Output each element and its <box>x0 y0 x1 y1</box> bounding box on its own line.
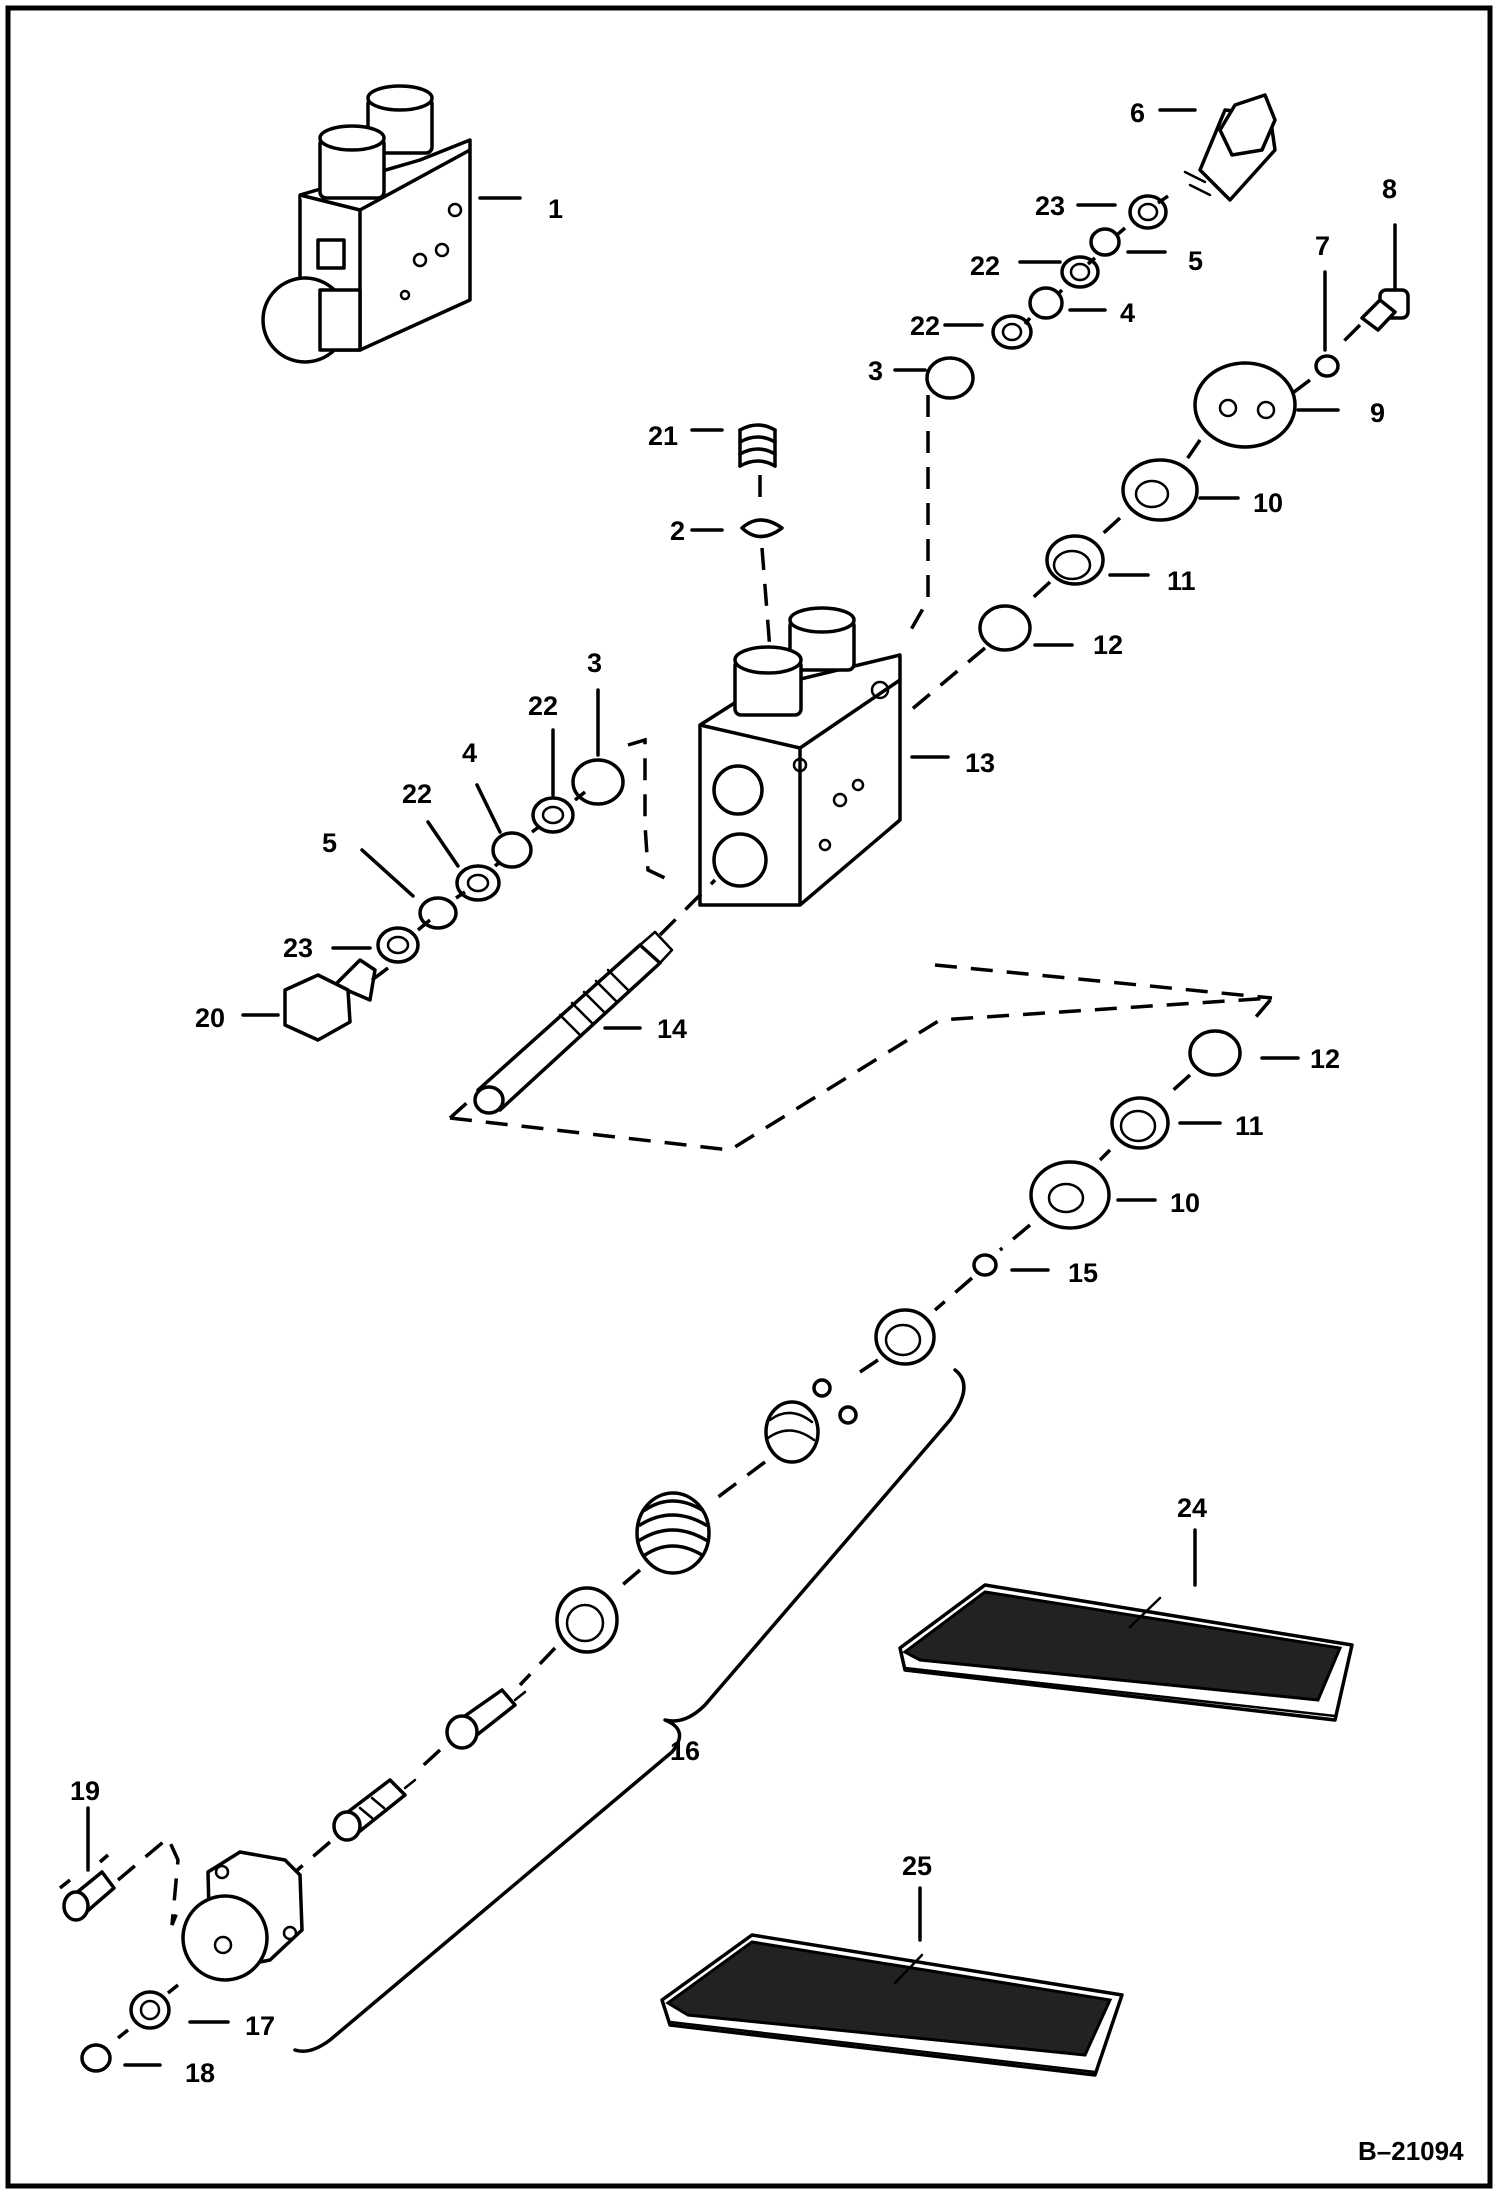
callout-labels: 1 2 3 3 4 4 5 5 6 7 8 9 10 10 11 11 12 1… <box>70 98 1397 2088</box>
oring-4-lower <box>491 831 533 869</box>
callout-13: 13 <box>965 748 995 778</box>
callout-18: 18 <box>185 2058 215 2088</box>
callout-21: 21 <box>648 421 678 451</box>
oring-3-upper <box>925 356 975 400</box>
oring-12-upper <box>978 604 1032 652</box>
oring-12-lower <box>1188 1029 1242 1077</box>
callout-25: 25 <box>902 1851 932 1881</box>
callout-3-upper: 3 <box>868 356 883 386</box>
callout-15: 15 <box>1068 1258 1098 1288</box>
callout-19: 19 <box>70 1776 100 1806</box>
detent-screw <box>332 1778 417 1842</box>
lockwasher-7 <box>1314 354 1340 378</box>
callout-4-lower: 4 <box>462 738 477 768</box>
callout-17: 17 <box>245 2011 275 2041</box>
callout-1: 1 <box>548 194 563 224</box>
callout-5-lower: 5 <box>322 828 337 858</box>
callout-12-lower: 12 <box>1310 1044 1340 1074</box>
callout-7: 7 <box>1315 231 1330 261</box>
page-frame <box>5 5 1493 2189</box>
decal-25 <box>660 1933 1124 2077</box>
callout-10-lower: 10 <box>1170 1188 1200 1218</box>
callout-4-upper: 4 <box>1120 298 1135 328</box>
callout-9: 9 <box>1370 398 1385 428</box>
decal-24 <box>898 1583 1354 1722</box>
end-cap <box>181 1850 304 1982</box>
backup-ring-22-d <box>455 864 501 902</box>
valve-body-13 <box>698 606 902 907</box>
callout-8: 8 <box>1382 174 1397 204</box>
callout-14: 14 <box>657 1014 687 1044</box>
detent-bolt <box>445 1688 527 1750</box>
screw-8 <box>1360 288 1410 332</box>
spring-21 <box>738 423 777 468</box>
relief-plug-20 <box>283 958 377 1042</box>
callout-2: 2 <box>670 516 685 546</box>
ball-a <box>812 1378 832 1398</box>
centering-spring <box>635 1491 711 1575</box>
callout-10-upper: 10 <box>1253 488 1283 518</box>
oring-5-upper <box>1089 227 1121 257</box>
callout-20: 20 <box>195 1003 225 1033</box>
callout-22-upper-a: 22 <box>970 251 1000 281</box>
washer-23-upper <box>1128 194 1168 230</box>
callout-16: 16 <box>670 1736 700 1766</box>
end-plate-9 <box>1193 361 1297 449</box>
backup-ring-22-b <box>991 314 1033 350</box>
callout-24: 24 <box>1177 1493 1207 1523</box>
relief-plug-illustration <box>1183 93 1277 202</box>
poppet-2 <box>740 518 784 539</box>
callout-12-upper: 12 <box>1093 630 1123 660</box>
seal-17 <box>129 1990 171 2030</box>
detent-collar <box>764 1400 820 1464</box>
figure-reference-number: B–21094 <box>1358 2136 1464 2166</box>
washer-10-upper <box>1121 458 1199 522</box>
callout-5-upper: 5 <box>1188 246 1203 276</box>
callout-11-upper: 11 <box>1167 566 1196 596</box>
callout-6: 6 <box>1130 98 1145 128</box>
callout-23-lower: 23 <box>283 933 313 963</box>
callout-23-upper: 23 <box>1035 191 1065 221</box>
callout-3-lower: 3 <box>587 648 602 678</box>
callout-22-upper-b: 22 <box>910 311 940 341</box>
ball-b <box>838 1405 858 1425</box>
oring-15 <box>972 1253 998 1277</box>
callout-22-lower-b: 22 <box>402 779 432 809</box>
callout-11-lower: 11 <box>1235 1111 1264 1141</box>
spool-14 <box>473 930 674 1115</box>
leader-lines <box>86 108 1397 2067</box>
oring-4-upper <box>1028 286 1064 320</box>
washer-23-lower <box>376 926 420 964</box>
callout-22-lower-a: 22 <box>528 691 558 721</box>
nut-18 <box>80 2043 112 2073</box>
valve-assembly-illustration <box>261 84 472 364</box>
backup-ring-22-c <box>531 796 575 834</box>
screw-19 <box>62 1870 116 1922</box>
washer-10-lower <box>1029 1160 1111 1230</box>
